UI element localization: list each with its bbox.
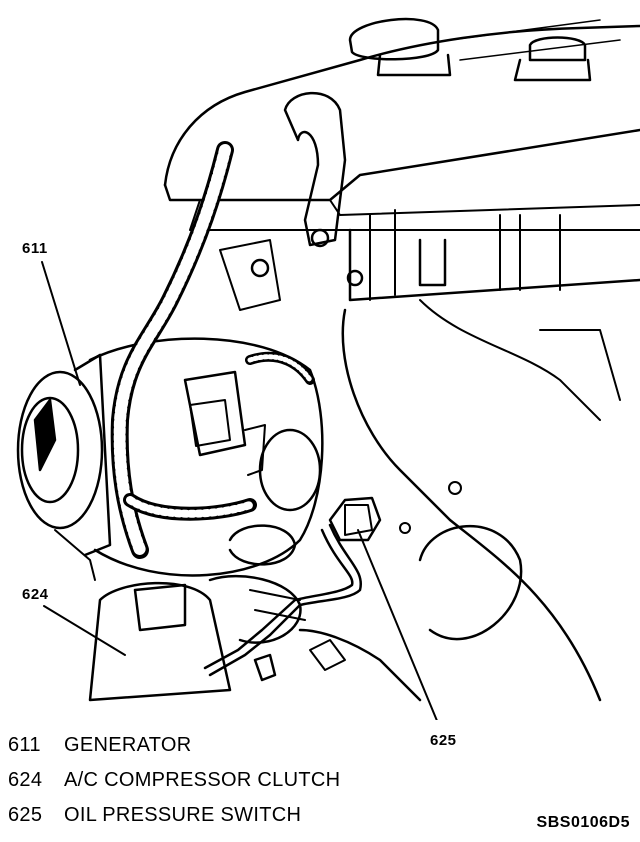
legend-number: 611 [8,734,41,756]
coolant-pipe [283,91,347,248]
engine-block [219,209,640,702]
engine-diagram [16,17,640,720]
intake-manifold [163,17,640,231]
legend-item-624: 624 A/C COMPRESSOR CLUTCH [8,763,628,798]
callout-624: 624 [22,586,49,603]
legend-item-611: 611 GENERATOR [8,728,628,763]
oil-pressure-switch [203,496,422,702]
legend-label: OIL PRESSURE SWITCH [64,804,302,826]
legend-label: A/C COMPRESSOR CLUTCH [64,769,341,791]
callout-625: 625 [430,732,457,749]
legend-number: 624 [8,769,43,791]
generator [16,337,324,581]
callout-611: 611 [22,240,48,257]
figure-id: SBS0106D5 [536,814,630,831]
legend-item-625: 625 OIL PRESSURE SWITCH [8,798,628,833]
legend-label: GENERATOR [64,734,192,756]
wiring-harness [110,141,315,559]
ac-compressor-clutch [88,574,306,702]
leader-lines [41,261,438,720]
legend-number: 625 [8,804,43,826]
legend: 611 GENERATOR 624 A/C COMPRESSOR CLUTCH … [8,728,628,833]
